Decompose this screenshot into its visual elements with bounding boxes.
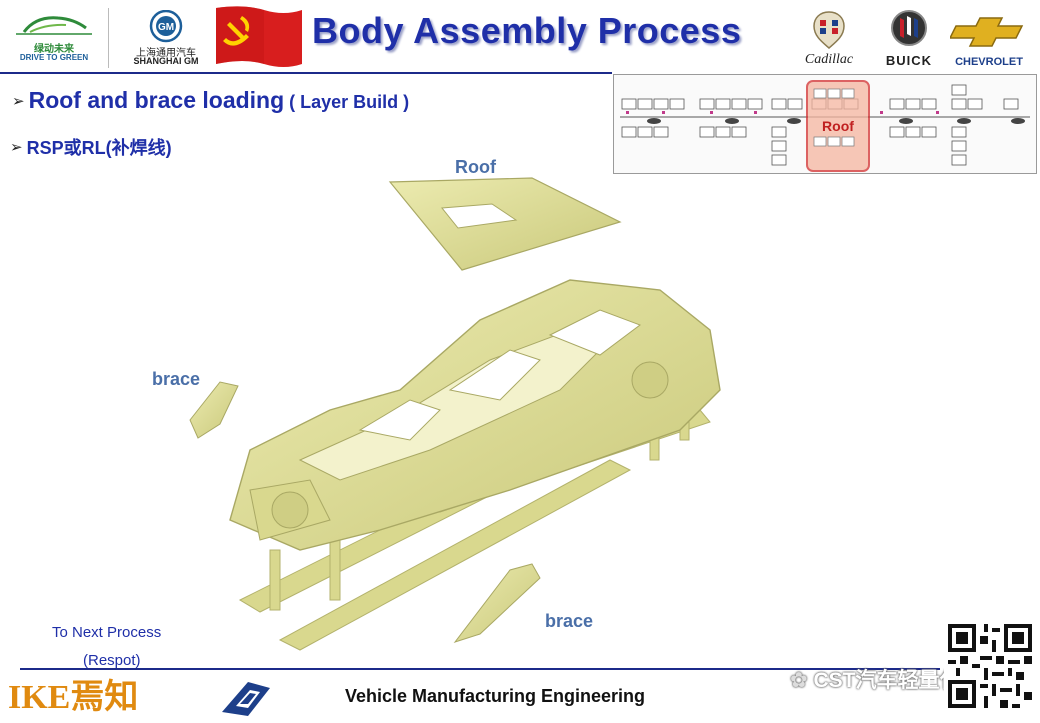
ve-emblem-icon <box>218 678 274 718</box>
roof-panel <box>388 177 622 271</box>
footer-rule <box>20 668 940 670</box>
gm-mark-text: GM <box>158 22 174 33</box>
footer-department: Vehicle Manufacturing Engineering <box>345 686 646 706</box>
watermark-text: CST汽车轻量化 <box>813 669 961 692</box>
bullet-rsp: ➢RSP或RL(补焊线) <box>10 134 172 160</box>
ike-logo-text: IKE焉知 <box>8 678 138 716</box>
bullet-roof-brace: ➢Roof and brace loading ( Layer Build ) <box>12 87 409 114</box>
header-rule <box>0 72 612 74</box>
bullet-arrow-icon: ➢ <box>12 93 25 110</box>
chevrolet-bowtie-icon <box>948 17 1024 47</box>
cadillac-name: Cadillac <box>804 52 854 67</box>
wechat-icon: ✿ <box>790 669 808 692</box>
next-process-respot: (Respot) <box>83 652 141 669</box>
chevrolet-logo: CHEVROLET <box>948 8 1028 70</box>
page-title: Body Assembly Process <box>312 10 742 51</box>
buick-logo: BUICK <box>870 8 948 70</box>
buick-name: BUICK <box>885 53 933 68</box>
wechat-watermark: ✿ CST汽车轻量化 <box>790 664 960 694</box>
bullet-rsp-text: RSP或RL(补焊线) <box>26 138 172 158</box>
brand-logos: Cadillac BUICK CHEVROLET <box>790 8 1036 70</box>
next-process-label: To Next Process <box>52 624 162 641</box>
sgm-logo-line1: 上海通用汽车 <box>136 48 196 59</box>
brace-label-bottom: brace <box>545 611 594 631</box>
drive-to-green-logo: 绿动未来 DRIVE TO GREEN <box>6 10 102 66</box>
brace-part-left <box>189 381 239 439</box>
sgm-logo-line2: SHANGHAI GM <box>133 56 199 66</box>
brace-label-left: brace <box>152 369 201 389</box>
green-logo-line2: DRIVE TO GREEN <box>19 53 89 62</box>
party-flag-icon <box>214 4 304 70</box>
brace-part-bottom <box>453 563 541 643</box>
bullet-arrow-icon: ➢ <box>10 139 23 156</box>
gm-mark-icon: GM <box>149 9 183 43</box>
shanghai-gm-logo: GM 上海通用汽车 SHANGHAI GM <box>118 9 214 66</box>
green-logo-line1: 绿动未来 <box>34 44 74 55</box>
process-flow-diagram: Roof <box>613 74 1037 174</box>
bullet-roof-brace-sub: ( Layer Build ) <box>284 92 410 112</box>
bullet-roof-brace-main: Roof and brace loading <box>28 87 285 113</box>
body-in-white <box>229 279 721 551</box>
ike-logo: IKE焉知 <box>6 674 166 718</box>
car-body-illustration <box>189 177 721 651</box>
buick-shield-icon <box>891 10 927 46</box>
roof-label: Roof <box>455 157 496 177</box>
chevrolet-name: CHEVROLET <box>955 56 1023 68</box>
cadillac-crest-icon <box>813 11 845 49</box>
qr-code <box>944 620 1036 712</box>
logo-divider <box>108 8 109 68</box>
green-car-icon <box>16 16 92 35</box>
flow-highlight-label: Roof <box>822 118 854 134</box>
cadillac-logo: Cadillac <box>790 8 868 70</box>
